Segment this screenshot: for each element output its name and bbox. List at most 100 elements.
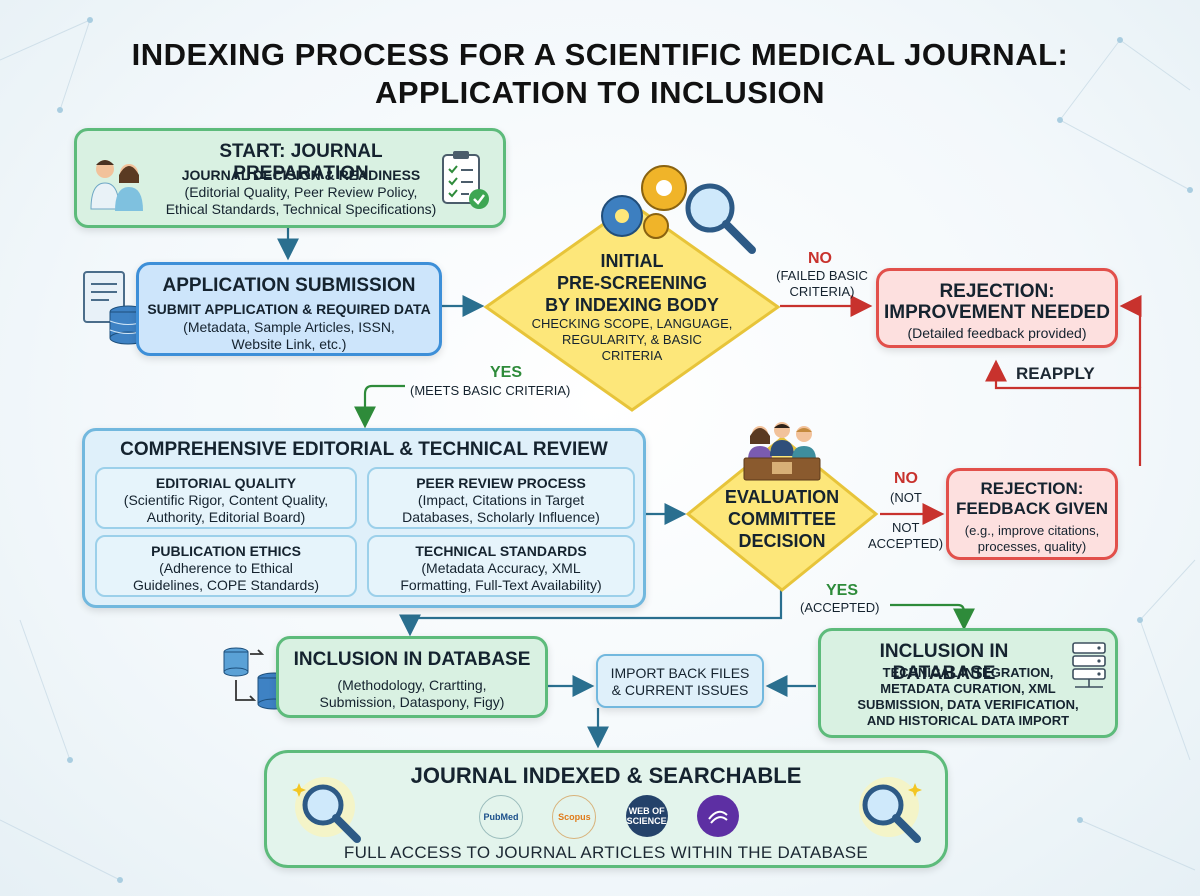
rejection2-detail-2: processes, quality) [977,539,1087,554]
prescreen-detail-3: CRITERIA [601,348,663,363]
prescreen-detail-2: REGULARITY, & BASIC [562,332,702,347]
review-cell-title: EDITORIAL QUALITY [155,475,297,491]
yes-label-1: YES [490,364,523,381]
inclusion-right-heading: INCLUSION IN DATABASE [879,641,1009,684]
yes-detail-1: (MEETS BASIC CRITERIA) [410,383,571,398]
review-cell-line-2: Authority, Editorial Board) [146,509,306,525]
import-line-2: & CURRENT ISSUES [611,682,749,698]
arrow-reapply [985,359,1142,466]
documents-database-icon [83,271,147,345]
arrow-prescreen-yes [354,384,405,429]
inclusion-right-detail-4: AND HISTORICAL DATA IMPORT [866,713,1070,728]
review-heading: COMPREHENSIVE EDITORIAL & TECHNICAL REVI… [120,439,608,460]
no2-line-1: (NOT [890,490,922,505]
logo-text: WEB OF SCIENCE [626,806,667,826]
review-cell-title: PEER REVIEW PROCESS [416,475,586,491]
rejection2-line-2: FEEDBACK GIVEN [955,499,1109,518]
no-label-2: NO [894,470,918,487]
prescreen-line-2: PRE-SCREENING [556,273,708,293]
swirl-icon [708,810,728,824]
inclusion-left-heading: INCLUSION IN DATABASE [293,649,531,670]
pubmed-logo: PubMed [479,795,523,839]
reapply-label: REAPPLY [1016,364,1095,383]
rejection1-line-1: REJECTION: [939,281,1055,302]
review-cell-line-2: Formatting, Full-Text Availability) [400,577,602,593]
committee-line-1: EVALUATION [724,487,840,507]
submission-heading: APPLICATION SUBMISSION [162,275,416,296]
submission-box: APPLICATION SUBMISSION SUBMIT APPLICATIO… [136,262,442,356]
review-cell-line-2: Databases, Scholarly Influence) [402,509,600,525]
scopus-logo: Scopus [552,795,597,839]
arrow-committee-down [399,588,783,637]
rejection2-detail-1: (e.g., improve citations, [964,523,1100,538]
no2-line-2: NOT [892,520,920,535]
prescreen-label: INITIAL PRE-SCREENING BY INDEXING BODY [540,250,724,316]
review-cell-line-1: (Scientific Rigor, Content Quality, [123,492,329,508]
rejection2-line-1: REJECTION: [980,479,1084,498]
committee-line-2: COMMITTEE [728,509,836,529]
arrow-reapply-2 [1119,295,1142,388]
submission-subheading: SUBMIT APPLICATION & REQUIRED DATA [147,301,431,317]
doctors-icon [90,160,143,211]
title-line-1: INDEXING PROCESS FOR A SCIENTIFIC MEDICA… [131,37,1069,72]
prescreen-detail: CHECKING SCOPE, LANGUAGE, REGULARITY, & … [516,316,748,364]
start-box: START: JOURNAL PREPARATION JOURNAL DECIS… [74,128,506,228]
review-cell-title: PUBLICATION ETHICS [151,543,301,559]
no-detail-1-line-1: (FAILED BASIC [776,268,868,283]
inclusion-left-box: INCLUSION IN DATABASE (Methodology, Crar… [276,636,548,718]
database-logos: PubMed Scopus WEB OF SCIENCE [479,795,739,839]
no-label-1: NO [808,250,832,267]
rejection1-detail: (Detailed feedback provided) [907,325,1087,341]
import-line-1: IMPORT BACK FILES [610,665,750,681]
logo-text: PubMed [483,812,519,822]
inclusion-right-detail-3: SUBMISSION, DATA VERIFICATION, [857,697,1079,712]
review-cell-peer-review: PEER REVIEW PROCESS (Impact, Citations i… [367,467,635,529]
review-cell-line-1: (Impact, Citations in Target [417,492,585,508]
review-cell-line-1: (Metadata Accuracy, XML [421,560,581,576]
inclusion-right-detail-1: TECHNICAL INTEGRATION, [882,665,1054,680]
review-cell-technical: TECHNICAL STANDARDS (Metadata Accuracy, … [367,535,635,597]
review-cell-line-2: Guidelines, COPE Standards) [133,577,319,593]
prescreen-line-3: BY INDEXING BODY [545,295,719,315]
indexed-footer: FULL ACCESS TO JOURNAL ARTICLES WITHIN T… [343,843,869,862]
review-cell-line-1: (Adherence to Ethical [159,560,293,576]
web-of-science-logo: WEB OF SCIENCE [625,795,668,837]
committee-diamond [685,436,879,592]
import-box: IMPORT BACK FILES & CURRENT ISSUES [596,654,764,708]
submission-detail-2: Website Link, etc.) [231,336,347,352]
start-detail-1: (Editorial Quality, Peer Review Policy, [184,184,418,200]
inclusion-right-box: INCLUSION IN DATABASE TECHNICAL INTEGRAT… [818,628,1118,738]
no2-line-3: ACCEPTED) [868,536,944,551]
submission-detail-1: (Metadata, Sample Articles, ISSN, [183,319,395,335]
yes-detail-2: (ACCEPTED) [800,600,880,615]
inclusion-left-detail-1: (Methodology, Crartting, [337,677,487,693]
gears-magnifier-icon [601,165,756,254]
prescreen-detail-1: CHECKING SCOPE, LANGUAGE, [531,316,733,331]
rejection1-line-2: IMPROVEMENT NEEDED [884,302,1110,323]
review-box: COMPREHENSIVE EDITORIAL & TECHNICAL REVI… [82,428,646,608]
indexed-box: JOURNAL INDEXED & SEARCHABLE PubMed Scop… [264,750,948,868]
inclusion-right-detail-2: METADATA CURATION, XML [880,681,1056,696]
inclusion-left-detail-2: Submission, Dataspony, Figy) [319,694,505,710]
indexed-heading: JOURNAL INDEXED & SEARCHABLE [410,763,802,788]
magnifier-right-icon [859,777,922,843]
prescreen-diamond [483,202,781,412]
rejection-improvement-box: REJECTION: IMPROVEMENT NEEDED (Detailed … [876,268,1118,348]
yes-label-2: YES [826,582,859,599]
page-title: INDEXING PROCESS FOR A SCIENTIFIC MEDICA… [0,36,1200,112]
title-line-2: APPLICATION TO INCLUSION [374,75,826,110]
rejection-feedback-box: REJECTION: FEEDBACK GIVEN (e.g., improve… [946,468,1118,560]
server-rack-icon [1072,642,1106,688]
magnifier-left-icon [292,777,361,843]
prescreen-line-1: INITIAL [600,251,664,271]
no-detail-1: (FAILED BASIC CRITERIA) [770,268,874,300]
arrow-yes-accepted [890,603,975,631]
logo-text: Scopus [558,812,591,822]
committee-people-icon [743,422,821,481]
committee-line-3: DECISION [738,531,826,551]
review-cell-ethics: PUBLICATION ETHICS (Adherence to Ethical… [95,535,357,597]
start-heading: START: JOURNAL PREPARATION [219,141,383,184]
committee-label: EVALUATION COMMITTEE DECISION [712,486,852,552]
